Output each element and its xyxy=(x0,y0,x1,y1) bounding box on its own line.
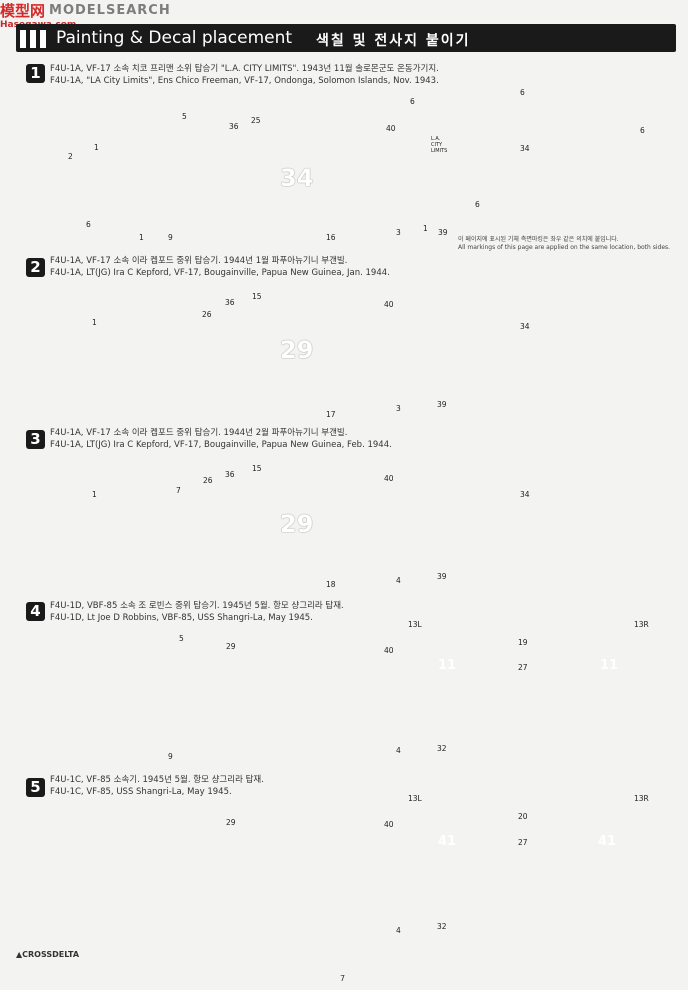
skull-crossbones-icon xyxy=(120,172,136,188)
callout-3-4: 4 xyxy=(396,576,401,585)
callout-1-6e: 6 xyxy=(640,126,645,135)
section-4-caption-en: F4U-1D, Lt Joe D Robbins, VBF-85, USS Sh… xyxy=(50,613,313,623)
callout-4-32: 32 xyxy=(437,744,447,753)
callout-3-26: 26 xyxy=(203,476,213,485)
callout-4-5: 5 xyxy=(179,634,184,643)
callout-3-1: 1 xyxy=(92,490,97,499)
section-2-caption-ko: F4U-1A, VF-17 소속 이라 켑포드 중위 탑승기. 1944년 1월… xyxy=(50,256,348,266)
page-title-korean: 색칠 및 전사지 붙이기 xyxy=(316,33,471,49)
callout-1-6b: 6 xyxy=(410,97,415,106)
callout-1-3: 3 xyxy=(396,228,401,237)
callout-5-13l: 13L xyxy=(408,794,422,803)
callout-1-2: 2 xyxy=(68,152,73,161)
callout-1-25: 25 xyxy=(251,116,261,125)
callout-1-6c: 6 xyxy=(520,88,525,97)
callout-3-18: 18 xyxy=(326,580,336,589)
propeller-hub-icon xyxy=(84,180,100,192)
callout-1-36: 36 xyxy=(229,122,239,131)
callout-3-40: 40 xyxy=(384,474,394,483)
section-2-caption-en: F4U-1A, LT(JG) Ira C Kepford, VF-17, Bou… xyxy=(50,268,390,278)
section-3-caption-ko: F4U-1A, VF-17 소속 이라 켑포드 중위 탑승기. 1944년 2월… xyxy=(50,428,348,438)
callout-2-39: 39 xyxy=(437,400,447,409)
section-number-3: 3 xyxy=(26,430,45,449)
callout-1-1c: 1 xyxy=(423,224,428,233)
callout-3-15: 15 xyxy=(252,464,262,473)
section-1-caption-ko: F4U-1A, VF-17 소속 치코 프리맨 소위 탑승기 "L.A. CIT… xyxy=(50,64,439,74)
callout-5-20: 20 xyxy=(518,812,528,821)
callout-5-13r: 13R xyxy=(634,794,649,803)
callout-1-16: 16 xyxy=(326,233,336,242)
tail-number-4a: 11 xyxy=(438,658,457,673)
page-title: Painting & Decal placement xyxy=(56,28,293,48)
tail-text-1: L.A. CITY LIMITS xyxy=(431,136,448,154)
side-number-2: 29 xyxy=(280,336,314,364)
section-number-2: 2 xyxy=(26,258,45,277)
section-5-caption-en: F4U-1C, VF-85, USS Shangri-La, May 1945. xyxy=(50,787,232,797)
header-stripe-icon xyxy=(20,30,50,48)
skull-crossbones-icon xyxy=(120,518,136,534)
callout-2-1: 1 xyxy=(92,318,97,327)
callout-2-26: 26 xyxy=(202,310,212,319)
callout-1-1: 1 xyxy=(94,143,99,152)
section-1-caption-en: F4U-1A, "LA City Limits", Ens Chico Free… xyxy=(50,76,439,86)
callout-4-4: 4 xyxy=(396,746,401,755)
section-4-caption-ko: F4U-1D, VBF-85 소속 조 로빈스 중위 탑승기. 1945년 5월… xyxy=(50,601,344,611)
callout-2-3: 3 xyxy=(396,404,401,413)
callout-2-15: 15 xyxy=(252,292,262,301)
footer-brand: ▲CROSSDELTA xyxy=(16,950,80,959)
placement-note-ko: 이 페이지에 표시된 기체 측면마킹은 좌우 같은 의치에 붙입니다. xyxy=(458,236,619,243)
section-number-4: 4 xyxy=(26,602,45,621)
callout-4-19: 19 xyxy=(518,638,528,647)
callout-4-13l: 13L xyxy=(408,620,422,629)
callout-3-36: 36 xyxy=(225,470,235,479)
callout-5-40: 40 xyxy=(384,820,394,829)
callout-2-17: 17 xyxy=(326,410,336,419)
section-number-5: 5 xyxy=(26,778,45,797)
callout-2-36: 36 xyxy=(225,298,235,307)
callout-5-27: 27 xyxy=(518,838,528,847)
callout-1-1b: 1 xyxy=(139,233,144,242)
watermark: 模型网 MODELSEARCH xyxy=(0,0,171,20)
callout-2-34: 34 xyxy=(520,322,530,331)
callout-1-5: 5 xyxy=(182,112,187,121)
tail-number-4b: 11 xyxy=(600,658,619,673)
tail-number-5a: 41 xyxy=(438,834,457,849)
section-5-caption-ko: F4U-1C, VF-85 소속기. 1945년 5월. 항모 샹그리라 탑재. xyxy=(50,775,264,785)
side-number-3: 29 xyxy=(280,510,314,538)
side-number-1: 34 xyxy=(280,164,314,192)
section-number-1: 1 xyxy=(26,64,45,83)
callout-4-9: 9 xyxy=(168,752,173,761)
tail-number-5b: 41 xyxy=(598,834,617,849)
callout-5-32: 32 xyxy=(437,922,447,931)
callout-1-39: 39 xyxy=(438,228,448,237)
skull-crossbones-icon xyxy=(120,342,136,358)
callout-1-34: 34 xyxy=(520,144,530,153)
watermark-chinese: 模型网 xyxy=(0,1,46,20)
callout-5-4: 4 xyxy=(396,926,401,935)
callout-2-40: 40 xyxy=(384,300,394,309)
callout-1-6d: 6 xyxy=(475,200,480,209)
callout-1-6: 6 xyxy=(86,220,91,229)
callout-1-9: 9 xyxy=(168,233,173,242)
callout-3-34: 34 xyxy=(520,490,530,499)
callout-4-27: 27 xyxy=(518,663,528,672)
callout-4-29: 29 xyxy=(226,642,236,651)
section-3-caption-en: F4U-1A, LT(JG) Ira C Kepford, VF-17, Bou… xyxy=(50,440,392,450)
callout-5-29: 29 xyxy=(226,818,236,827)
page-number: 7 xyxy=(340,974,346,983)
watermark-english: MODELSEARCH xyxy=(49,2,171,18)
placement-note-en: All markings of this page are applied on… xyxy=(458,244,671,251)
callout-4-40: 40 xyxy=(384,646,394,655)
page-header: Painting & Decal placement 색칠 및 전사지 붙이기 xyxy=(16,24,676,52)
callout-4-13r: 13R xyxy=(634,620,649,629)
callout-3-7: 7 xyxy=(176,486,181,495)
callout-1-40: 40 xyxy=(386,124,396,133)
callout-3-39: 39 xyxy=(437,572,447,581)
